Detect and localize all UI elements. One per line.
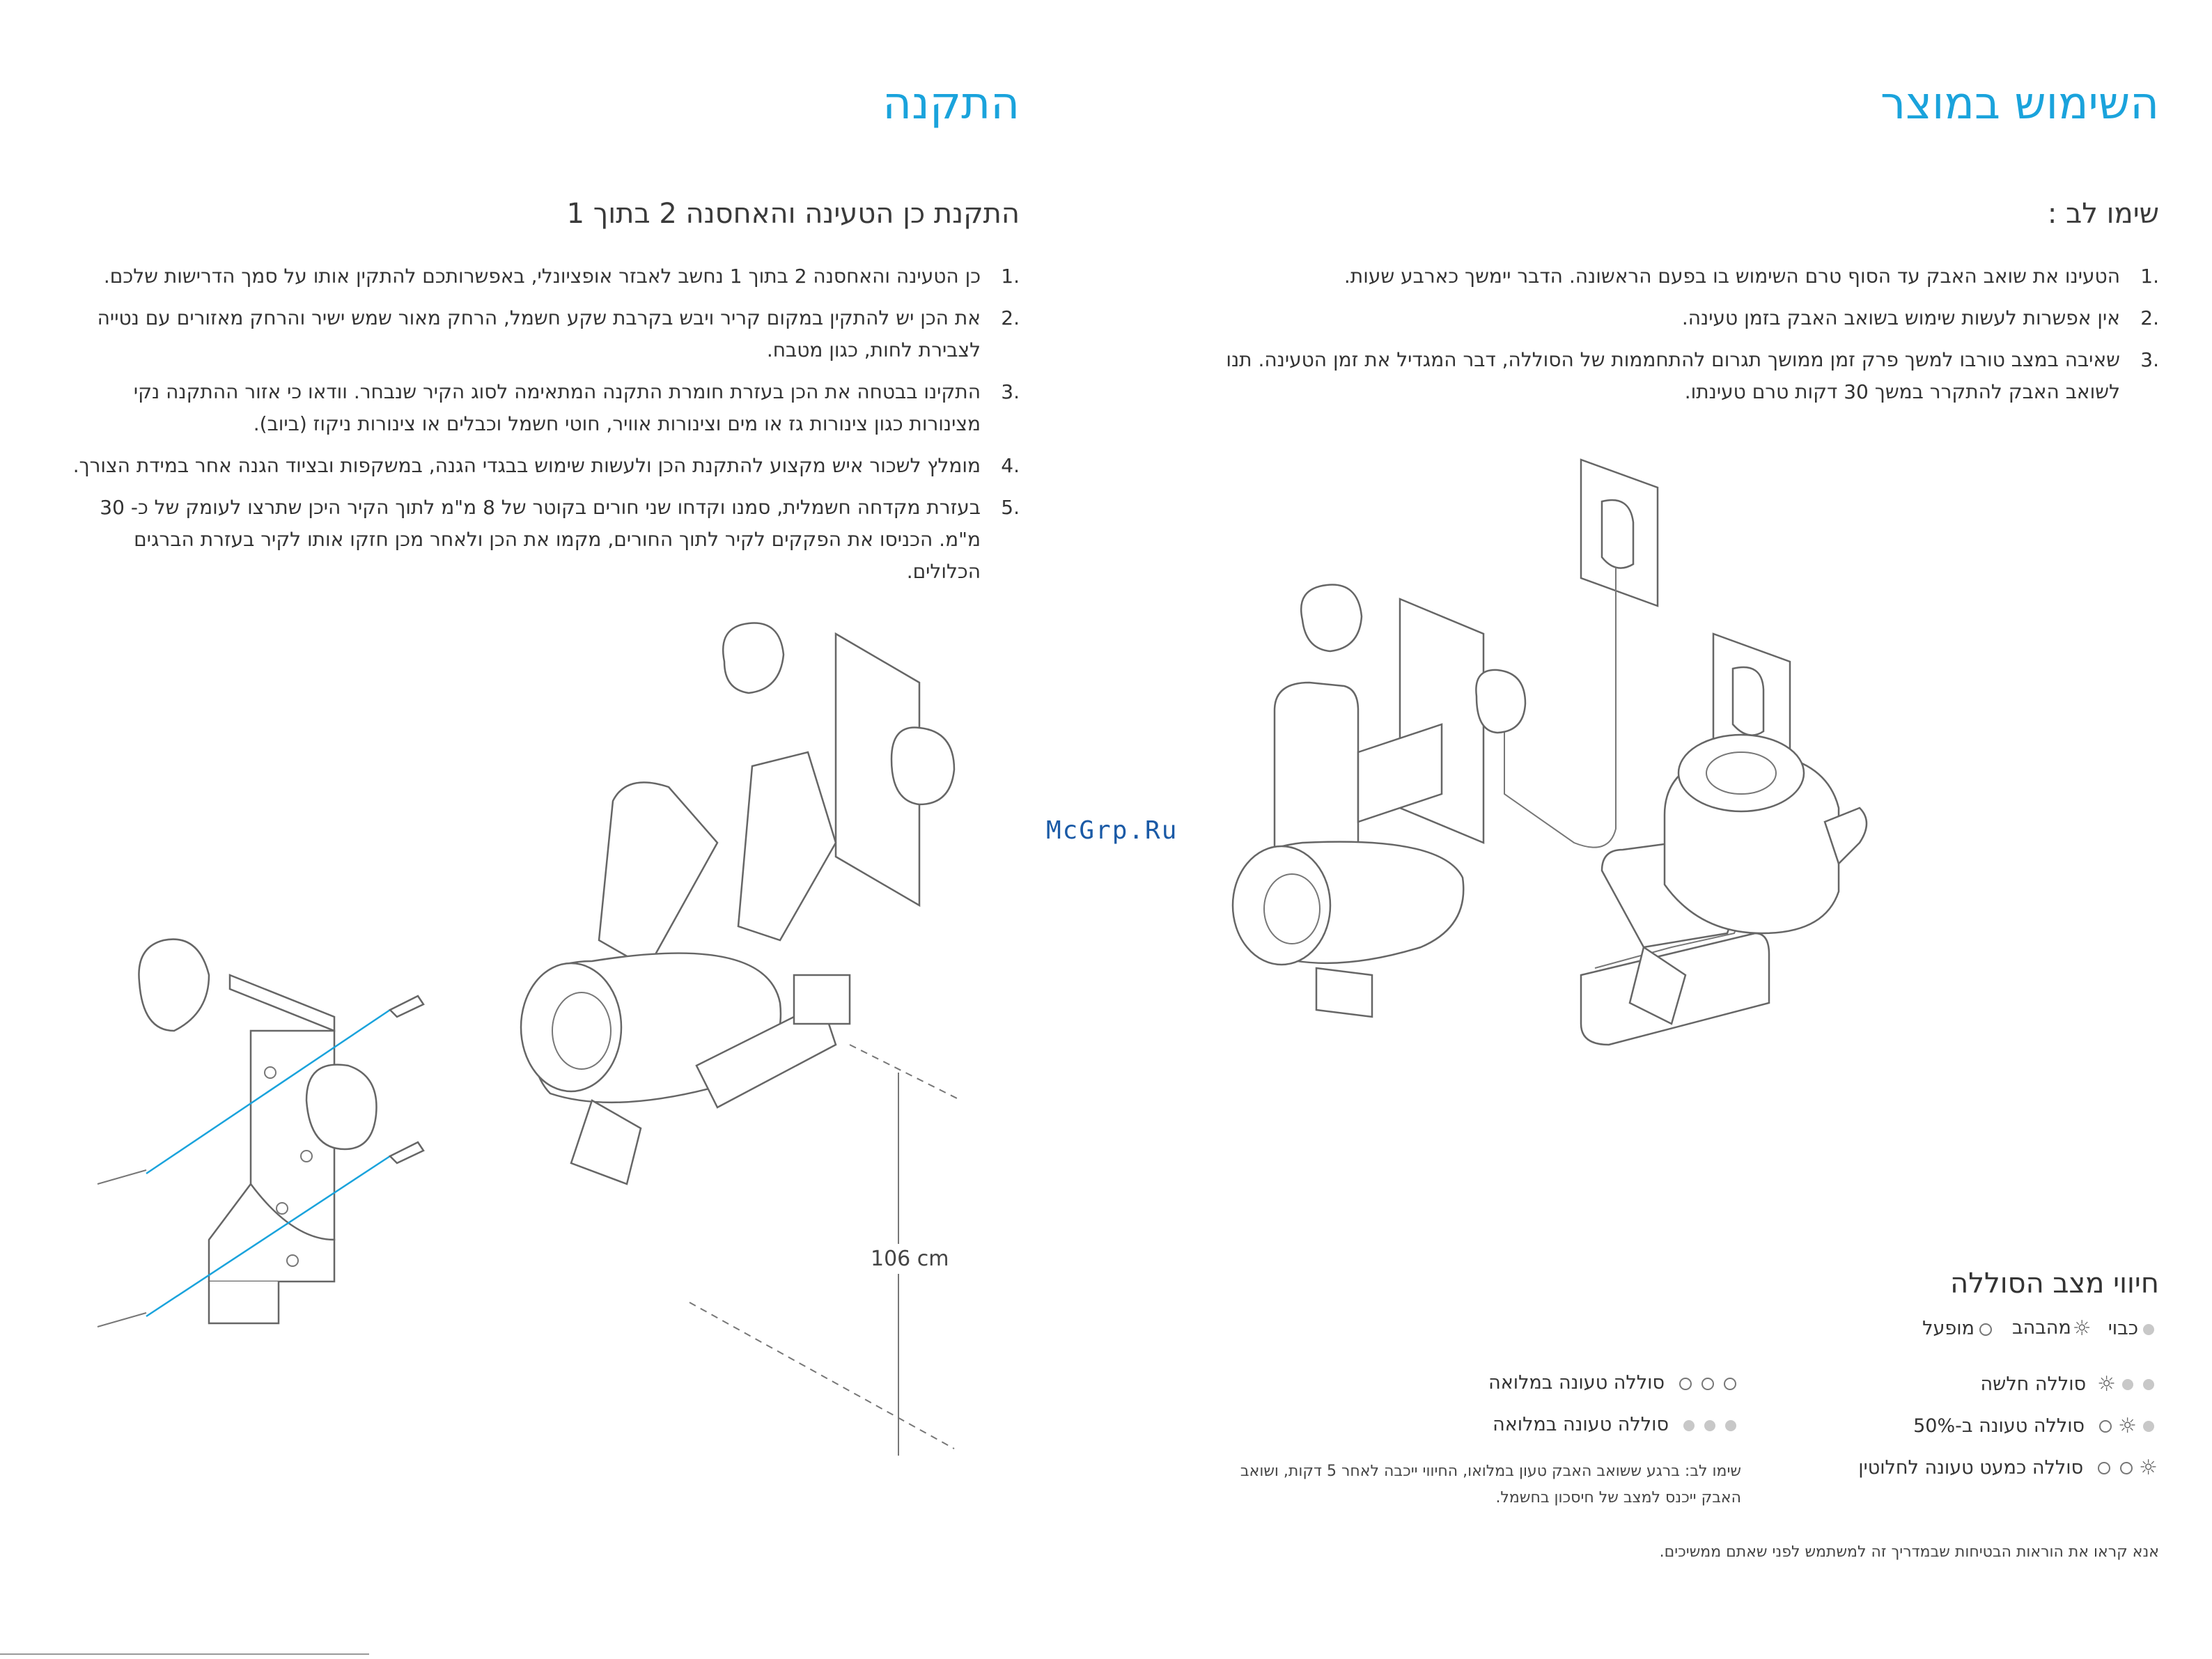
vacuum-on-mount bbox=[520, 622, 956, 1185]
dot-icon bbox=[1724, 1377, 1736, 1390]
usage-title: השימוש במוצר bbox=[1880, 78, 2159, 130]
dot-icon bbox=[1683, 1419, 1695, 1431]
bottom-rule bbox=[0, 1653, 369, 1655]
battery-row-full: סוללה טעונה במלואה bbox=[1488, 1372, 1741, 1394]
dot-icon bbox=[2143, 1378, 2154, 1390]
blinking-sun-icon: ☼ bbox=[2118, 1414, 2137, 1438]
dot-icon bbox=[1679, 1377, 1692, 1390]
dot-icon bbox=[1701, 1377, 1714, 1390]
indicator-group: ☼ bbox=[2094, 1414, 2159, 1438]
indicator-group: ☼ bbox=[2093, 1456, 2159, 1480]
watermark: McGrp.Ru bbox=[1046, 816, 1178, 845]
dot-on-icon bbox=[1979, 1323, 1992, 1336]
blinking-sun-icon: ☼ bbox=[2072, 1316, 2092, 1341]
safety-footer: אנא קראו את הוראות הבטיחות שבמדריך זה למ… bbox=[1659, 1543, 2159, 1561]
dot-icon bbox=[2143, 1420, 2154, 1432]
battery-heading: חיווי מצב הסוללה bbox=[1950, 1268, 2159, 1300]
blinking-sun-icon: ☼ bbox=[2139, 1456, 2158, 1480]
charging-illustration bbox=[1231, 458, 1868, 1046]
wall-mount-illustration bbox=[97, 622, 962, 1456]
vacuum-on-stand bbox=[1580, 733, 1868, 1046]
battery-legend: כבוי ☼מהבהב מופעל bbox=[1922, 1316, 2159, 1341]
installation-subtitle: התקנת כן הטעינה והאחסנה 2 בתוך 1 bbox=[566, 198, 1020, 230]
battery-row-full-off: סוללה טעונה במלואה bbox=[1493, 1414, 1741, 1435]
indicator-group: ☼ bbox=[2096, 1372, 2159, 1396]
dot-icon bbox=[2099, 1419, 2112, 1433]
screws bbox=[97, 995, 425, 1327]
wall-socket-upper bbox=[1504, 458, 1659, 848]
indicator-group bbox=[1679, 1414, 1741, 1435]
battery-row-low: ☼ סוללה חלשה bbox=[1981, 1372, 2159, 1396]
bracket-exploded bbox=[138, 938, 377, 1325]
vacuum-wall-mounted bbox=[1231, 584, 1527, 1018]
dot-off-icon bbox=[2143, 1323, 2154, 1335]
legend-blinking: ☼מהבהב bbox=[2011, 1316, 2092, 1341]
usage-subtitle: שימו לב : bbox=[2047, 198, 2159, 230]
installation-title: התקנה bbox=[882, 78, 1020, 130]
legend-on: מופעל bbox=[1922, 1318, 1997, 1339]
dot-icon bbox=[2122, 1378, 2133, 1390]
dot-icon bbox=[1704, 1419, 1715, 1431]
dot-icon bbox=[1725, 1419, 1736, 1431]
blinking-sun-icon: ☼ bbox=[2097, 1372, 2116, 1396]
battery-note: שימו לב: ברגע ששואב האבק טעון במלואו, הח… bbox=[1240, 1463, 1741, 1506]
battery-row-half: ☼ סוללה טעונה ב-50% bbox=[1913, 1414, 2159, 1438]
height-label: 106 cm bbox=[866, 1244, 953, 1274]
dot-icon bbox=[2098, 1461, 2111, 1474]
indicator-group bbox=[1674, 1372, 1741, 1394]
legend-off: כבוי bbox=[2108, 1318, 2159, 1339]
battery-row-almost: ☼ סוללה כמעט טעונה לחלוטין bbox=[1858, 1456, 2159, 1480]
dot-icon bbox=[2120, 1461, 2133, 1474]
